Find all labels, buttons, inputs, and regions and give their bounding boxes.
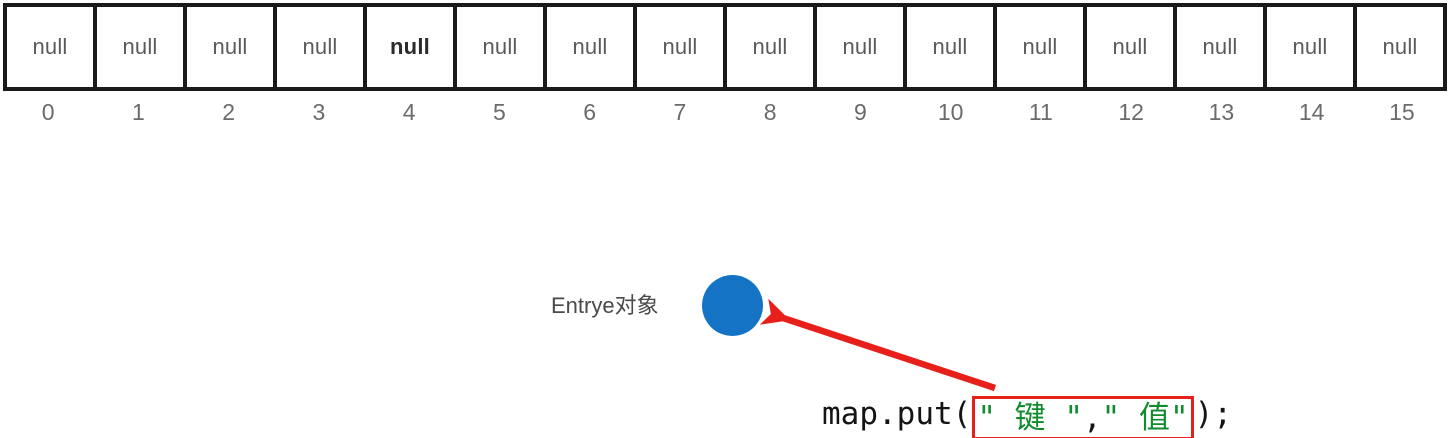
- array-cell-value: null: [32, 34, 68, 59]
- array-cell: null: [1357, 7, 1443, 87]
- array-index-label: 0: [41, 99, 55, 125]
- array-index-label: 9: [853, 99, 867, 125]
- array-cell-value: null: [482, 34, 518, 59]
- array-cell: null: [727, 7, 817, 87]
- array-cell: null: [637, 7, 727, 87]
- code-value-literal: 值: [1120, 400, 1170, 436]
- code-value-close-quote: ": [1170, 400, 1189, 436]
- array-cell: null: [97, 7, 187, 87]
- array-cell-value: null: [842, 34, 878, 59]
- entry-object-circle: [702, 275, 763, 336]
- code-highlight-box: " 键 "," 值": [972, 396, 1194, 438]
- entry-object-label: Entrye对象: [551, 293, 659, 318]
- hash-table-array: null null null null null null null null …: [3, 3, 1447, 91]
- array-cell: null: [457, 7, 547, 87]
- array-index-label: 1: [131, 99, 145, 125]
- array-cell-value: null: [122, 34, 158, 59]
- array-cell-value: null: [1112, 34, 1148, 59]
- code-suffix: );: [1194, 396, 1232, 432]
- array-cell: null: [277, 7, 367, 87]
- array-cell-value: null: [390, 34, 430, 59]
- array-index-label: 8: [763, 99, 777, 125]
- code-key-open-quote: ": [977, 400, 996, 436]
- red-arrow: [759, 298, 997, 392]
- array-cell: null: [1267, 7, 1357, 87]
- array-index-label: 6: [583, 99, 597, 125]
- array-cell-value: null: [1022, 34, 1058, 59]
- array-cell-value: null: [302, 34, 338, 59]
- array-index-label: 4: [402, 99, 416, 125]
- array-index-label: 2: [222, 99, 236, 125]
- array-index-label: 14: [1298, 99, 1325, 125]
- code-key-literal: 键: [995, 400, 1065, 436]
- code-comma: ,: [1082, 400, 1102, 436]
- array-cell: null: [997, 7, 1087, 87]
- array-cell: null: [367, 7, 457, 87]
- code-prefix: map.put(: [822, 396, 972, 432]
- array-cell-value: null: [662, 34, 698, 59]
- array-cell: null: [1087, 7, 1177, 87]
- array-cell: null: [547, 7, 637, 87]
- array-cell: null: [907, 7, 997, 87]
- array-index-label: 7: [673, 99, 687, 125]
- array-cell-value: null: [212, 34, 248, 59]
- array-index-label: 11: [1028, 99, 1053, 125]
- array-cell: null: [1177, 7, 1267, 87]
- array-index-label: 15: [1389, 99, 1415, 125]
- array-index-label: 10: [937, 99, 964, 125]
- array-cell-value: null: [932, 34, 968, 59]
- array-index-label: 5: [492, 99, 506, 125]
- array-index-label: 13: [1208, 99, 1235, 125]
- array-cell-value: null: [1292, 34, 1328, 59]
- array-index-row: 0 1 2 3 4 5 6 7 8 9 10 11 12 13 14 15: [3, 95, 1447, 129]
- array-cell-value: null: [1382, 34, 1418, 59]
- array-cell: null: [187, 7, 277, 87]
- array-cell-value: null: [1202, 34, 1238, 59]
- array-index-label: 3: [312, 99, 326, 125]
- code-key-close-quote: ": [1064, 400, 1083, 436]
- array-cell: null: [817, 7, 907, 87]
- code-statement: map.put(" 键 "," 值");: [822, 392, 1232, 438]
- code-value-open-quote: ": [1101, 400, 1121, 436]
- array-cell-value: null: [572, 34, 608, 59]
- array-index-label: 12: [1118, 99, 1144, 125]
- array-cell-value: null: [752, 34, 788, 59]
- array-cell: null: [7, 7, 97, 87]
